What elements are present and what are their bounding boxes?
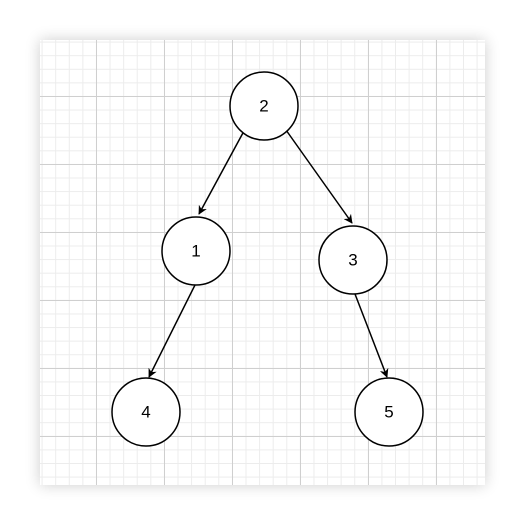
node-label: 5: [384, 402, 393, 421]
node-label: 2: [259, 96, 268, 115]
node-3[interactable]: 3: [318, 225, 388, 295]
node-2[interactable]: 2: [229, 71, 299, 141]
node-label: 4: [141, 402, 150, 421]
node-label: 1: [191, 241, 200, 260]
edge-2-to-1: [198, 130, 245, 215]
edge-2-to-3: [285, 129, 353, 224]
edge-1-to-4: [148, 284, 196, 378]
node-5[interactable]: 5: [354, 377, 424, 447]
node-4[interactable]: 4: [111, 377, 181, 447]
node-label: 3: [348, 250, 357, 269]
node-1[interactable]: 1: [161, 216, 231, 286]
edges: [148, 129, 389, 378]
edge-3-to-5: [354, 293, 389, 378]
